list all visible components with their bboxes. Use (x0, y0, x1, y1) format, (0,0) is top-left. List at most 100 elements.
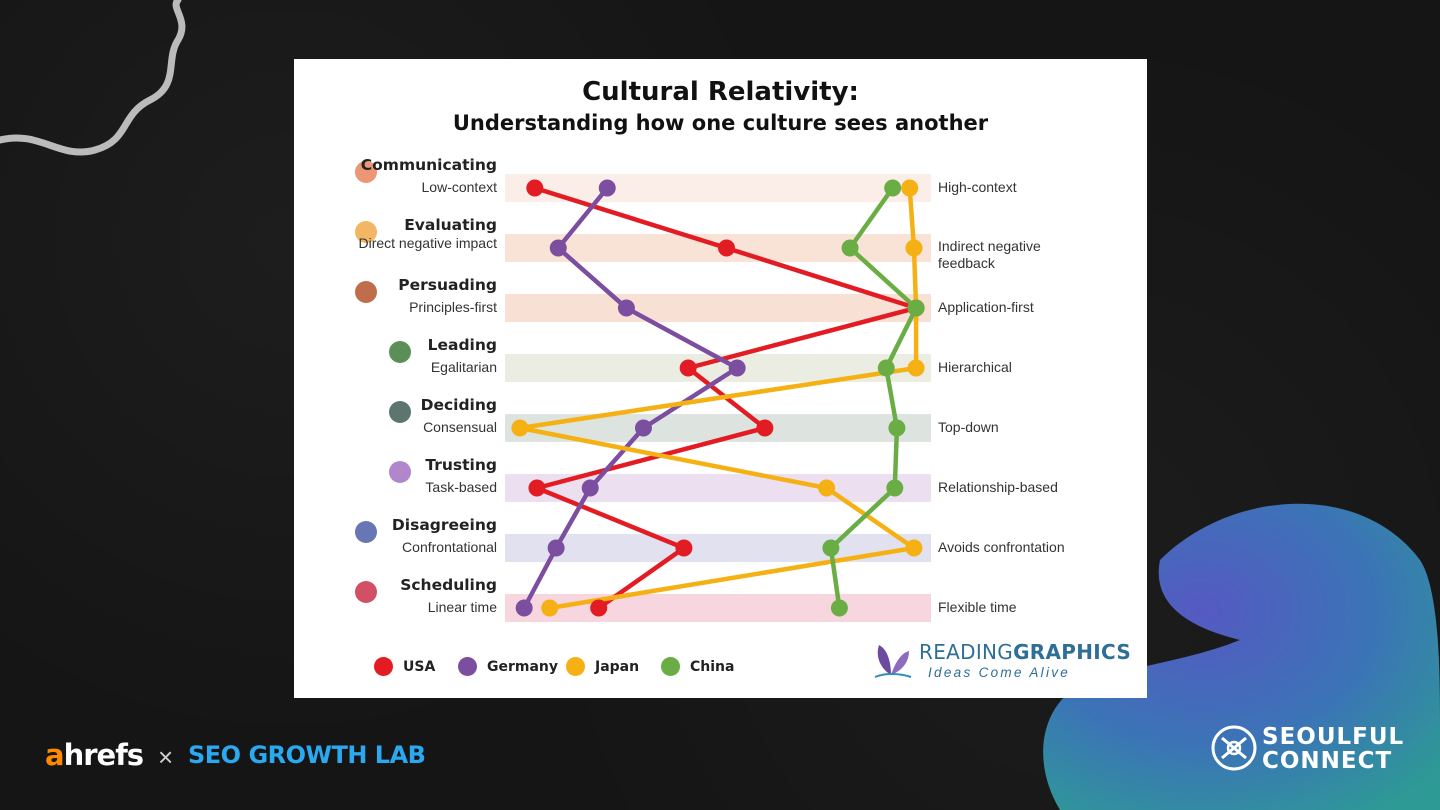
category-label: Evaluating (404, 216, 497, 234)
data-point-japan (818, 479, 836, 497)
data-point-china (886, 479, 904, 497)
butterfly-logo-icon (874, 645, 912, 678)
category-label: Communicating (360, 156, 497, 174)
high-end-label: Top-down (938, 419, 999, 435)
data-point-germany (634, 419, 652, 437)
low-end-label: Low-context (421, 179, 497, 195)
speech-bubbles-icon (355, 161, 377, 183)
seoulful-connect-logo-icon (1211, 725, 1257, 771)
series-line-japan (517, 187, 919, 611)
high-end-label: Flexible time (938, 599, 1017, 615)
legend-swatch (661, 657, 680, 676)
readinggraphics-logo: READINGGRAPHICS (919, 640, 1131, 664)
low-end-label: Egalitarian (430, 359, 497, 375)
legend-swatch (566, 657, 585, 676)
data-point-china (841, 239, 859, 257)
data-point-china (877, 359, 895, 377)
low-end-label: Task-based (425, 479, 497, 495)
legend-japan: Japan (566, 657, 639, 676)
chart-title: Cultural Relativity: (582, 77, 859, 107)
chart-canvas (355, 161, 931, 622)
brand-tagline: Ideas Come Alive (928, 665, 1071, 680)
smiley-faces-icon (355, 221, 377, 243)
ahrefs-logo-a: a (45, 738, 65, 772)
data-point-usa (756, 419, 774, 437)
people-idea-icon (355, 281, 377, 303)
series-line-germany (522, 186, 740, 610)
legend-usa: USA (374, 657, 435, 676)
low-end-label: Direct negative impact (358, 235, 497, 251)
high-end-label: Application-first (938, 299, 1034, 315)
high-end-label: High-context (938, 179, 1017, 195)
data-point-china (888, 419, 906, 437)
low-end-label: Consensual (423, 419, 497, 435)
scale-band (505, 594, 931, 622)
category-label: Scheduling (400, 576, 497, 594)
data-point-germany (617, 299, 635, 317)
high-end-label: Relationship-based (938, 479, 1058, 495)
data-point-china (884, 179, 902, 197)
legend-label: USA (403, 658, 436, 675)
data-point-japan (901, 179, 919, 197)
scale-band (505, 174, 931, 202)
legend-label: Japan (595, 658, 640, 675)
ahrefs-logo-rest: hrefs (63, 738, 144, 772)
data-point-usa (526, 179, 544, 197)
data-point-china (822, 539, 840, 557)
brand-part2: GRAPHICS (1013, 640, 1132, 664)
data-point-china (907, 299, 925, 317)
data-point-germany (598, 179, 616, 197)
blue-blob-decoration (1043, 503, 1440, 810)
data-point-usa (679, 359, 697, 377)
high-end-label: Avoids confrontation (938, 539, 1065, 555)
legend-swatch (458, 657, 477, 676)
data-point-germany (515, 599, 533, 617)
data-point-usa (675, 539, 693, 557)
seo-growth-lab-logo: SEO GROWTH LAB (188, 741, 426, 769)
brand-part1: READING (919, 640, 1014, 664)
data-point-germany (581, 479, 599, 497)
data-point-japan (511, 419, 529, 437)
data-point-germany (547, 539, 565, 557)
legend-china: China (661, 657, 734, 676)
category-label: Deciding (420, 396, 497, 414)
legend-label: China (690, 658, 735, 675)
ahrefs-logo: ahrefs (45, 738, 144, 772)
category-label: Leading (427, 336, 497, 354)
seoulful-line1: SEOULFUL (1262, 724, 1405, 750)
high-end-label: Hierarchical (938, 359, 1012, 375)
seoulful-line2: CONNECT (1262, 748, 1393, 774)
scale-band (505, 294, 931, 322)
low-end-label: Principles-first (409, 299, 497, 315)
legend-label: Germany (487, 658, 559, 675)
data-point-germany (549, 239, 567, 257)
seoulful-connect-logo: SEOULFUL CONNECT (1262, 725, 1404, 773)
climbing-stairs-icon (389, 341, 411, 363)
wavy-ribbon-decoration (0, 0, 186, 156)
person-network-icon (389, 401, 411, 423)
data-point-usa (590, 599, 608, 617)
data-point-japan (905, 239, 923, 257)
high-end-label: Indirect negative feedback (938, 238, 1041, 271)
group-discussion-icon (355, 521, 377, 543)
legend-swatch (374, 657, 393, 676)
category-label: Persuading (398, 276, 497, 294)
low-end-label: Confrontational (402, 539, 497, 555)
data-point-usa (528, 479, 546, 497)
data-point-japan (907, 359, 925, 377)
heart-handshake-icon (389, 461, 411, 483)
data-point-japan (541, 599, 559, 617)
data-point-usa (718, 239, 736, 257)
chart-subtitle: Understanding how one culture sees anoth… (452, 111, 989, 135)
low-end-label: Linear time (427, 599, 497, 615)
calendar-clock-icon (355, 581, 377, 603)
category-label: Disagreeing (391, 516, 497, 534)
legend-germany: Germany (458, 657, 558, 676)
partnership-separator: × (158, 742, 174, 772)
data-point-germany (728, 359, 746, 377)
series-line-china (828, 186, 919, 609)
category-label: Trusting (425, 456, 497, 474)
infographic-card: Cultural Relativity: Understanding how o… (294, 59, 1147, 698)
data-point-japan (905, 539, 923, 557)
